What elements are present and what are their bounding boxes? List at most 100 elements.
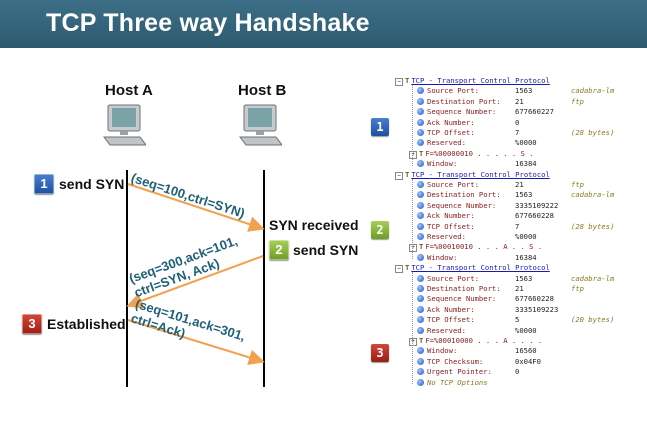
packet-1-field[interactable]: Reserved:%0000 bbox=[417, 138, 571, 148]
field-icon bbox=[417, 139, 424, 147]
flags-icon: T bbox=[419, 148, 424, 158]
field-icon bbox=[417, 97, 424, 105]
expand-icon[interactable]: + bbox=[409, 338, 417, 346]
field-name: Destination Port: bbox=[427, 284, 501, 293]
title-bar: TCP Three way Handshake bbox=[0, 0, 647, 48]
field-icon bbox=[417, 253, 424, 261]
field-value: 16560 bbox=[515, 346, 537, 356]
packet-3-field[interactable]: Reserved: %0000 bbox=[417, 326, 571, 336]
flags-value: F=%00010010 . . . A . . S . bbox=[425, 242, 543, 252]
field-value: 5 bbox=[515, 315, 520, 325]
field-name: Destination Port: bbox=[427, 96, 501, 106]
field-icon bbox=[417, 274, 424, 282]
field-value: 16384 bbox=[515, 252, 537, 262]
field-name: Destination Port: bbox=[427, 190, 501, 200]
flags-icon: T bbox=[419, 242, 424, 252]
expand-icon[interactable]: + bbox=[409, 150, 417, 159]
field-note: ftp bbox=[571, 96, 584, 106]
packet-3-field[interactable]: Destination Port: 21 ftp bbox=[417, 284, 584, 294]
field-note: ftp bbox=[571, 284, 584, 293]
packet-1-field[interactable]: Window:16384 bbox=[417, 159, 571, 169]
field-name: Ack Number: bbox=[427, 117, 475, 127]
step-1-badge: 1 bbox=[34, 174, 54, 194]
collapse-icon[interactable]: − bbox=[395, 78, 403, 86]
packet-1-field[interactable]: Sequence Number:677660227 bbox=[417, 107, 571, 117]
expand-icon[interactable]: + bbox=[409, 244, 417, 253]
field-note: (28 bytes) bbox=[571, 221, 615, 231]
packet-3-field[interactable]: Ack Number: 3335109223 bbox=[417, 305, 571, 315]
tree-guide-line bbox=[412, 85, 413, 166]
packet-1-field[interactable]: Ack Number:0 bbox=[417, 118, 571, 128]
field-icon bbox=[417, 201, 424, 209]
flags-value: F=%00000010 . . . . . S . bbox=[425, 148, 534, 158]
field-name: Ack Number: bbox=[427, 211, 475, 221]
field-name: Urgent Pointer: bbox=[427, 367, 492, 377]
packet-1-field[interactable]: TCP Offset:7(28 bytes) bbox=[417, 128, 614, 138]
packet-2-field[interactable]: Reserved:%0000 bbox=[417, 232, 571, 242]
field-note: (20 bytes) bbox=[571, 315, 615, 325]
page-title: TCP Three way Handshake bbox=[46, 9, 370, 37]
field-icon bbox=[417, 181, 424, 188]
packet-3-field[interactable]: TCP Checksum:0x04F0 bbox=[417, 357, 571, 367]
flags-value: F=%00010000 . . . A . . . . bbox=[425, 336, 543, 345]
collapse-icon[interactable]: − bbox=[395, 171, 403, 180]
packet-3-field[interactable]: Window:16560 bbox=[417, 346, 571, 356]
step-2-label: send SYN bbox=[293, 242, 359, 258]
arrow-ack bbox=[127, 319, 265, 366]
protocol-icon: T bbox=[405, 263, 410, 273]
packet-2-field[interactable]: Sequence Number: 3335109222 bbox=[417, 201, 571, 211]
timeline-svg bbox=[126, 170, 265, 387]
field-name: Sequence Number: bbox=[427, 294, 497, 304]
field-value: %0000 bbox=[515, 138, 537, 148]
field-icon bbox=[417, 347, 424, 355]
field-value: 1563 bbox=[515, 273, 533, 283]
field-icon bbox=[417, 191, 424, 199]
field-name: Reserved: bbox=[427, 232, 466, 241]
field-value: 21 bbox=[515, 284, 524, 293]
field-note: cadabra-lm bbox=[571, 273, 615, 283]
step-3-badge: 3 bbox=[22, 314, 42, 334]
field-name: Ack Number: bbox=[427, 304, 475, 314]
field-icon bbox=[417, 326, 424, 334]
packet-2-field[interactable]: Window:16384 bbox=[417, 253, 571, 263]
tree-guide-line bbox=[412, 272, 413, 384]
field-name: Reserved: bbox=[427, 325, 466, 335]
protocol-icon: T bbox=[405, 169, 410, 179]
field-value: 3335109223 bbox=[515, 304, 559, 314]
field-name: Sequence Number: bbox=[427, 200, 497, 210]
collapse-icon[interactable]: − bbox=[395, 265, 403, 274]
field-icon bbox=[417, 118, 424, 126]
field-value: 1563 bbox=[515, 190, 533, 200]
host-a-label: Host A bbox=[105, 82, 153, 99]
packet-3-field[interactable]: Urgent Pointer:0 bbox=[417, 367, 571, 377]
field-name: TCP Checksum: bbox=[427, 356, 484, 366]
field-value: %0000 bbox=[515, 325, 537, 335]
packet-2-field[interactable]: Ack Number:677660228 bbox=[417, 211, 571, 221]
packet-1-badge: 1 bbox=[371, 118, 389, 136]
field-name: Source Port: bbox=[427, 86, 479, 96]
field-note: cadabra-lm bbox=[571, 86, 615, 96]
no-options-label: No TCP Options bbox=[427, 377, 488, 387]
field-icon bbox=[417, 378, 424, 386]
packet-2-field[interactable]: TCP Offset:7(28 bytes) bbox=[417, 222, 614, 232]
field-icon bbox=[417, 160, 424, 168]
step-1-label: send SYN bbox=[59, 176, 125, 192]
packet-3-footer[interactable]: No TCP Options bbox=[417, 378, 488, 388]
field-icon bbox=[417, 233, 424, 240]
packet-3-badge: 3 bbox=[371, 344, 389, 362]
packet-3-field[interactable]: TCP Offset:5(20 bytes) bbox=[417, 315, 614, 325]
field-value: 3335109222 bbox=[515, 200, 559, 210]
step-3-label: Established bbox=[47, 316, 126, 332]
packet-3-field[interactable]: Sequence Number:677660228 bbox=[417, 294, 571, 304]
